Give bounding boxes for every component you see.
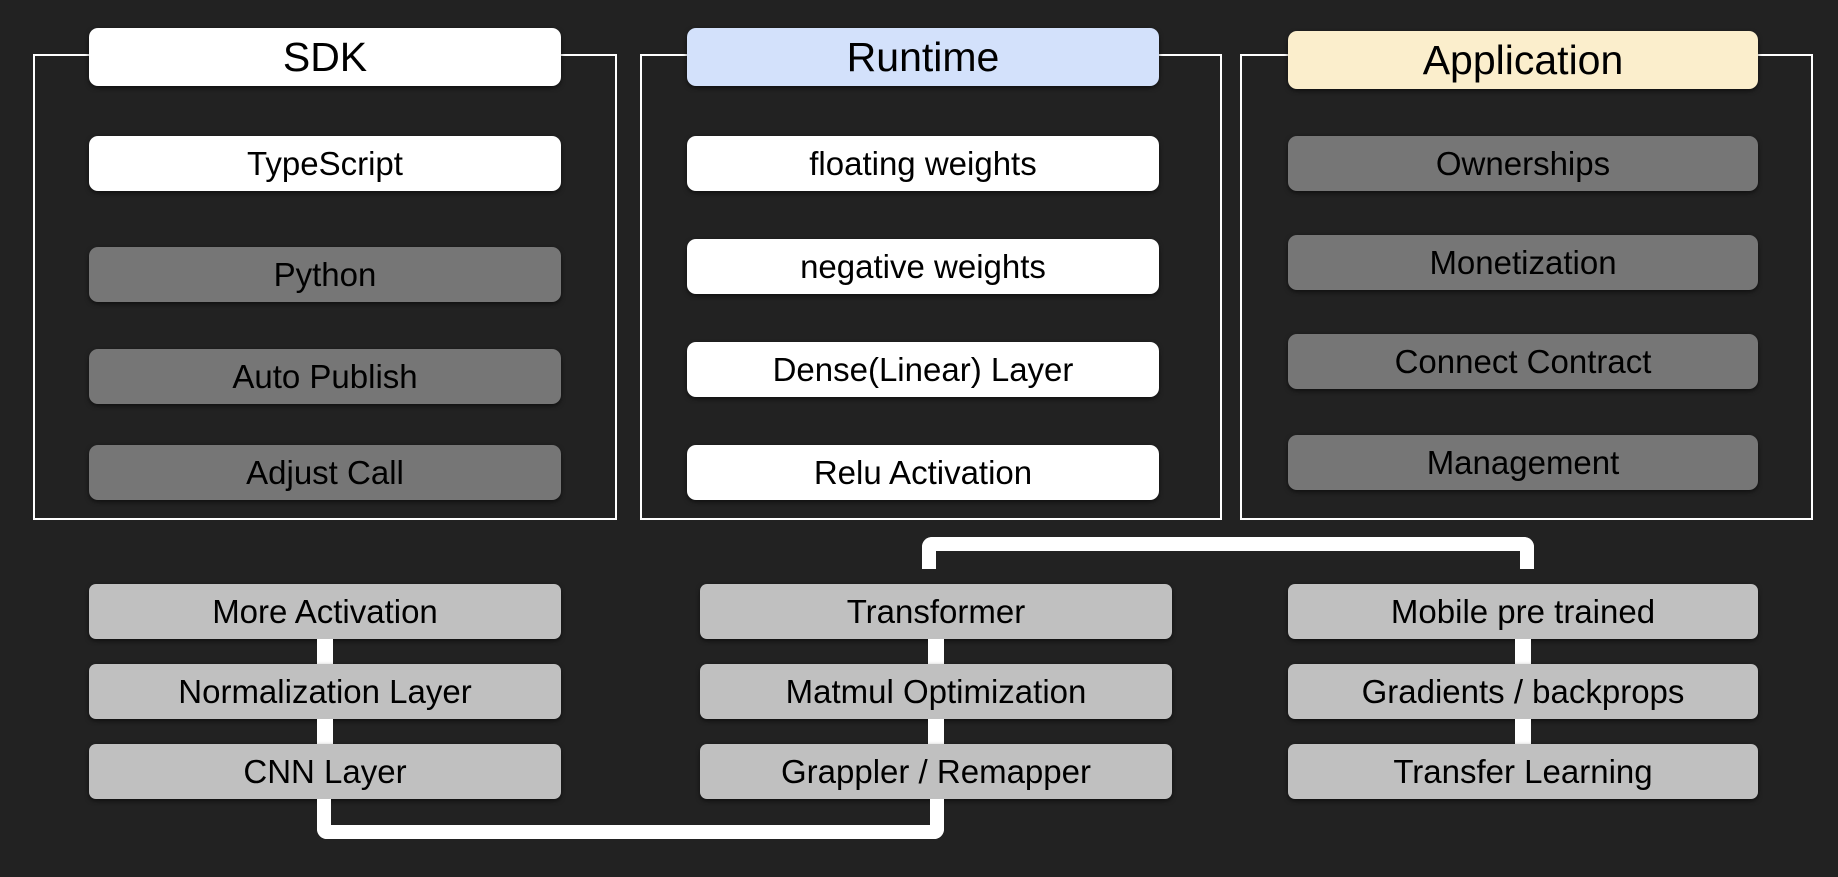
roadmap-middle-item-transformer[interactable]: Transformer (700, 584, 1172, 639)
column-header-sdk[interactable]: SDK (89, 28, 561, 86)
roadmap-right-item-mobile-pre-trained[interactable]: Mobile pre trained (1288, 584, 1758, 639)
roadmap-middle-item-matmul-optimization[interactable]: Matmul Optimization (700, 664, 1172, 719)
roadmap-left-item-normalization-layer[interactable]: Normalization Layer (89, 664, 561, 719)
runtime-item-dense-linear-layer[interactable]: Dense(Linear) Layer (687, 342, 1159, 397)
roadmap-middle-item-grappler-remapper[interactable]: Grappler / Remapper (700, 744, 1172, 799)
connector-bracket-bottom (317, 799, 944, 839)
application-item-monetization[interactable]: Monetization (1288, 235, 1758, 290)
application-item-connect-contract[interactable]: Connect Contract (1288, 334, 1758, 389)
sdk-item-typescript[interactable]: TypeScript (89, 136, 561, 191)
runtime-item-relu-activation[interactable]: Relu Activation (687, 445, 1159, 500)
roadmap-right-item-transfer-learning[interactable]: Transfer Learning (1288, 744, 1758, 799)
runtime-item-floating-weights[interactable]: floating weights (687, 136, 1159, 191)
roadmap-right-item-gradients-backprops[interactable]: Gradients / backprops (1288, 664, 1758, 719)
roadmap-left-item-more-activation[interactable]: More Activation (89, 584, 561, 639)
sdk-item-python[interactable]: Python (89, 247, 561, 302)
roadmap-left-item-cnn-layer[interactable]: CNN Layer (89, 744, 561, 799)
connector-roadmap-right-2 (1515, 719, 1531, 744)
connector-roadmap-middle-2 (928, 719, 944, 744)
connector-bracket-top (922, 537, 1534, 569)
connector-roadmap-right-1 (1515, 639, 1531, 664)
connector-roadmap-left-2 (317, 719, 333, 744)
connector-roadmap-middle-1 (928, 639, 944, 664)
application-item-ownerships[interactable]: Ownerships (1288, 136, 1758, 191)
runtime-item-negative-weights[interactable]: negative weights (687, 239, 1159, 294)
column-header-application[interactable]: Application (1288, 31, 1758, 89)
sdk-item-adjust-call[interactable]: Adjust Call (89, 445, 561, 500)
connector-roadmap-left-1 (317, 639, 333, 664)
application-item-management[interactable]: Management (1288, 435, 1758, 490)
sdk-item-auto-publish[interactable]: Auto Publish (89, 349, 561, 404)
column-header-runtime[interactable]: Runtime (687, 28, 1159, 86)
